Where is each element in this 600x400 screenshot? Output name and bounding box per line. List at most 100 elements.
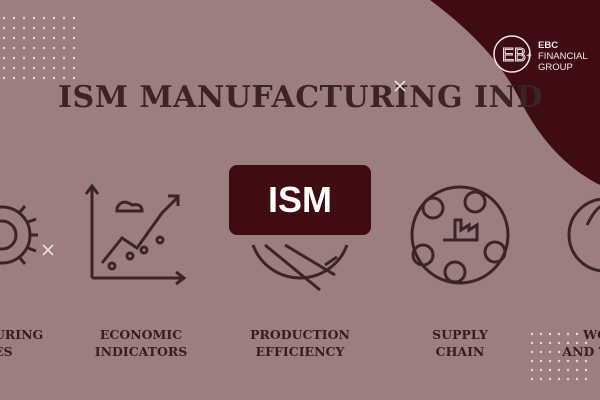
dot bbox=[12, 46, 16, 50]
dot bbox=[548, 341, 552, 345]
dot bbox=[52, 36, 56, 40]
dot bbox=[72, 26, 76, 30]
dot bbox=[557, 377, 561, 381]
dot bbox=[52, 26, 56, 30]
dot bbox=[52, 16, 56, 20]
dot bbox=[22, 56, 26, 60]
label-line: SUPPLY bbox=[432, 327, 488, 342]
label-supply-chain: SUPPLY CHAIN bbox=[410, 326, 510, 360]
label-manufacturing: URINGES bbox=[0, 326, 43, 360]
dot bbox=[32, 56, 36, 60]
dot bbox=[52, 76, 56, 80]
dot bbox=[12, 76, 16, 80]
dot bbox=[539, 359, 543, 363]
dot bbox=[566, 350, 570, 354]
dot bbox=[584, 350, 588, 354]
dot bbox=[584, 377, 588, 381]
dot bbox=[32, 16, 36, 20]
svg-text:EB: EB bbox=[502, 45, 526, 65]
dot bbox=[52, 46, 56, 50]
dot bbox=[32, 26, 36, 30]
dot bbox=[2, 46, 6, 50]
dot bbox=[32, 36, 36, 40]
supply-chain-globe-icon bbox=[410, 185, 510, 285]
dot bbox=[22, 16, 26, 20]
growth-chart-icon bbox=[84, 183, 187, 286]
dot bbox=[72, 36, 76, 40]
dot bbox=[548, 359, 552, 363]
dot bbox=[62, 56, 66, 60]
dot bbox=[62, 66, 66, 70]
dot bbox=[566, 332, 570, 336]
dot bbox=[566, 341, 570, 345]
dot bbox=[42, 46, 46, 50]
dot bbox=[584, 359, 588, 363]
svg-text:+: + bbox=[526, 51, 532, 62]
dot bbox=[575, 332, 579, 336]
dot bbox=[12, 16, 16, 20]
dot bbox=[22, 26, 26, 30]
logo-line-3: GROUP bbox=[538, 62, 573, 73]
ebc-logo-icon: EB + bbox=[493, 35, 532, 73]
dot bbox=[12, 26, 16, 30]
dot bbox=[539, 368, 543, 372]
dot bbox=[548, 368, 552, 372]
dot bbox=[2, 26, 6, 30]
dot-pattern-top-left bbox=[2, 16, 76, 80]
dot bbox=[42, 36, 46, 40]
label-economic-indicators: ECONOMIC INDICATORS bbox=[86, 326, 196, 360]
dot bbox=[52, 56, 56, 60]
dot bbox=[12, 36, 16, 40]
gear-icon bbox=[0, 205, 38, 265]
dot bbox=[72, 46, 76, 50]
dot bbox=[72, 56, 76, 60]
dot bbox=[22, 46, 26, 50]
dot bbox=[32, 76, 36, 80]
dot bbox=[575, 368, 579, 372]
dot bbox=[548, 377, 552, 381]
logo-line-1: EBC bbox=[538, 40, 559, 51]
label-workforce: WO AND T bbox=[548, 326, 600, 360]
dot bbox=[12, 66, 16, 70]
label-line: AND T bbox=[562, 344, 600, 359]
dot bbox=[52, 66, 56, 70]
label-line: WO bbox=[583, 327, 600, 342]
tools-icon bbox=[251, 243, 349, 292]
dot bbox=[566, 359, 570, 363]
label-line: CHAIN bbox=[435, 344, 485, 359]
dot bbox=[42, 26, 46, 30]
label-line: INDICATORS bbox=[94, 344, 188, 359]
dot bbox=[2, 16, 6, 20]
dot bbox=[575, 341, 579, 345]
dot bbox=[62, 46, 66, 50]
dot-pattern-bottom-right bbox=[530, 332, 588, 381]
dot bbox=[557, 350, 561, 354]
dot bbox=[539, 377, 543, 381]
dot bbox=[557, 368, 561, 372]
dot bbox=[530, 368, 534, 372]
dot bbox=[530, 341, 534, 345]
dot bbox=[72, 16, 76, 20]
dot bbox=[539, 332, 543, 336]
dot bbox=[548, 350, 552, 354]
label-line: URING bbox=[0, 327, 44, 342]
dot bbox=[539, 341, 543, 345]
dot bbox=[530, 332, 534, 336]
label-line: ECONOMIC bbox=[99, 327, 183, 342]
dot bbox=[42, 56, 46, 60]
dot bbox=[584, 332, 588, 336]
dot bbox=[72, 66, 76, 70]
dot bbox=[548, 332, 552, 336]
dot bbox=[72, 76, 76, 80]
dot bbox=[566, 368, 570, 372]
label-line: EFFICIENCY bbox=[255, 344, 345, 359]
dot bbox=[566, 377, 570, 381]
dot bbox=[2, 66, 6, 70]
dot bbox=[42, 16, 46, 20]
dot bbox=[584, 341, 588, 345]
dot bbox=[530, 350, 534, 354]
sparkle-cross-icon bbox=[42, 244, 54, 256]
sparkle-cross-icon bbox=[394, 80, 406, 92]
